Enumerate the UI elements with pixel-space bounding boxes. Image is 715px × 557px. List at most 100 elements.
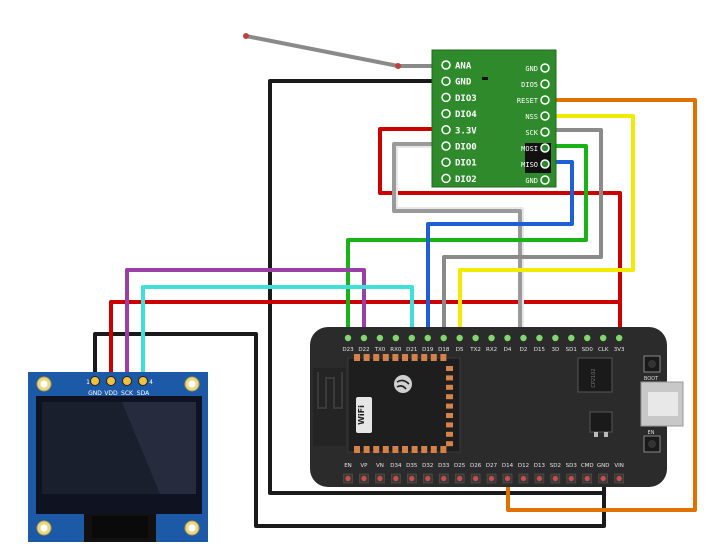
esp-bottom-pin-label: EN: [344, 463, 352, 469]
module-pad: [392, 446, 399, 453]
lora-left-pin-label: 3.3V: [455, 126, 477, 136]
voltage-regulator: [589, 411, 613, 433]
module-pad: [421, 354, 428, 361]
module-pad: [411, 446, 418, 453]
lora-left-pin-label: DIO1: [455, 159, 477, 169]
lora-right-pin-label: RESET: [517, 97, 539, 105]
esp-top-pin-sd0: [584, 334, 591, 342]
wifi-badge: [356, 397, 372, 433]
esp-top-pin-tx2: [472, 334, 479, 342]
lora-left-pin-label: ANA: [455, 62, 472, 72]
en-label: EN: [648, 430, 655, 436]
esp-bottom-pin-label: D34: [390, 463, 402, 469]
esp-bottom-pin-d35: [409, 475, 415, 482]
wire-green-mosi: [346, 144, 588, 340]
esp-bottom-pin-d34: [393, 475, 399, 482]
esp-bottom-pin-d32: [425, 475, 431, 482]
module-pad: [354, 446, 360, 453]
oled-pin-label: VDD: [104, 390, 118, 397]
lora-left-pin-ana-0: [441, 60, 451, 70]
wire-black-oled-gnd: [93, 332, 606, 528]
esp-top-pin-label: 3D: [551, 347, 559, 353]
esp-bottom-pin-label: D12: [518, 463, 529, 469]
esp-top-pin-rx0: [392, 334, 400, 342]
lora-left-pin-dio4-3: [441, 108, 451, 119]
esp-top-pin-label: 3V3: [614, 347, 625, 353]
boot-label: BOOT: [644, 376, 659, 382]
module-pad: [421, 446, 428, 453]
oled-pin-sck: [122, 376, 132, 386]
esp-bottom-pin-label: D14: [502, 463, 514, 469]
esp-bottom-pin-label: VIN: [614, 463, 624, 469]
esp-top-pin-label: SD0: [582, 347, 594, 353]
esp-bottom-pin-label: SD3: [566, 463, 578, 469]
wires: [93, 79, 697, 528]
esp-bottom-pin-d25: [457, 475, 463, 482]
wire-white-outline: [392, 142, 522, 340]
esp-bottom-pin-d27: [488, 475, 495, 482]
esp-top-pin-clk: [600, 334, 607, 342]
module-pad: [382, 354, 389, 361]
module-pad: [430, 354, 437, 361]
module-pad: [402, 446, 408, 453]
esp-top-pin-label: D4: [504, 347, 512, 353]
module-pad: [446, 384, 453, 390]
oled-pin-number-first: 1: [86, 379, 90, 386]
esp-bottom-pin-d12: [520, 475, 527, 482]
oled-pin-number-last: 4: [149, 379, 153, 386]
lora-right-pin-label: GND: [525, 65, 538, 73]
module-pad: [373, 446, 380, 453]
lora-left-pin-label: GND: [455, 78, 472, 88]
lora-left-pin-gnd-1: [441, 76, 451, 86]
wire-red-3v3: [378, 127, 622, 340]
esp-top-pin-label: TX0: [374, 347, 386, 353]
esp-bottom-pin-vp: [361, 475, 367, 482]
esp-top-pin-3v3: [615, 334, 623, 342]
module-pad: [440, 354, 447, 361]
lora-left-pin-3-3v-4: [441, 125, 451, 135]
lora-left-pin-label: DIO4: [455, 110, 477, 120]
lora-left-pin-label: DIO0: [455, 143, 477, 153]
module-pad: [402, 354, 408, 361]
module-pad: [440, 446, 447, 453]
chip-label: CP2102: [591, 368, 597, 387]
lora-right-pin-label: MOSI: [521, 145, 538, 153]
esp-top-pin-label: D23: [342, 347, 354, 353]
esp-top-pin-d23: [344, 334, 352, 342]
esp-bottom-pin-sd2: [552, 475, 558, 482]
lora-right-pin-miso-6: [540, 159, 550, 169]
wire-cyan-sda: [141, 285, 414, 380]
module-pad: [382, 446, 389, 453]
esp-top-pin-d2: [520, 334, 527, 342]
wire-orange-reset: [506, 98, 697, 512]
lora-right-pin-gnd-0: [540, 63, 550, 73]
esp-bottom-pin-d26: [473, 475, 479, 482]
module-pad: [446, 413, 453, 418]
lora-right-pin-nss-3: [540, 111, 550, 121]
esp-top-pin-d4: [504, 334, 511, 342]
lora-right-pin-gnd-7: [540, 175, 550, 185]
lora-right-pin-label: DIO5: [521, 81, 538, 89]
esp-top-pin-tx0: [376, 334, 384, 342]
esp-bottom-pin-label: D25: [454, 463, 466, 469]
esp-top-pin-label: D19: [422, 347, 434, 353]
esp-top-pin-d15: [536, 334, 543, 342]
esp-bottom-pin-vn: [377, 475, 383, 482]
esp-top-pin-label: CLK: [598, 347, 609, 353]
module-pad: [373, 354, 380, 361]
esp-bottom-pin-label: GND: [597, 463, 610, 469]
module-pad: [446, 403, 453, 409]
esp-top-pin-label: D22: [358, 347, 369, 353]
module-pad: [363, 354, 370, 361]
module-pad: [446, 422, 453, 428]
esp-top-pin-rx2: [488, 334, 495, 342]
esp-bottom-pin-label: D26: [470, 463, 482, 469]
module-pad: [392, 354, 399, 361]
oled-pin-label: SDA: [137, 390, 150, 397]
wire-yellow-nss: [458, 114, 635, 340]
esp-top-pin-3d: [552, 334, 559, 342]
